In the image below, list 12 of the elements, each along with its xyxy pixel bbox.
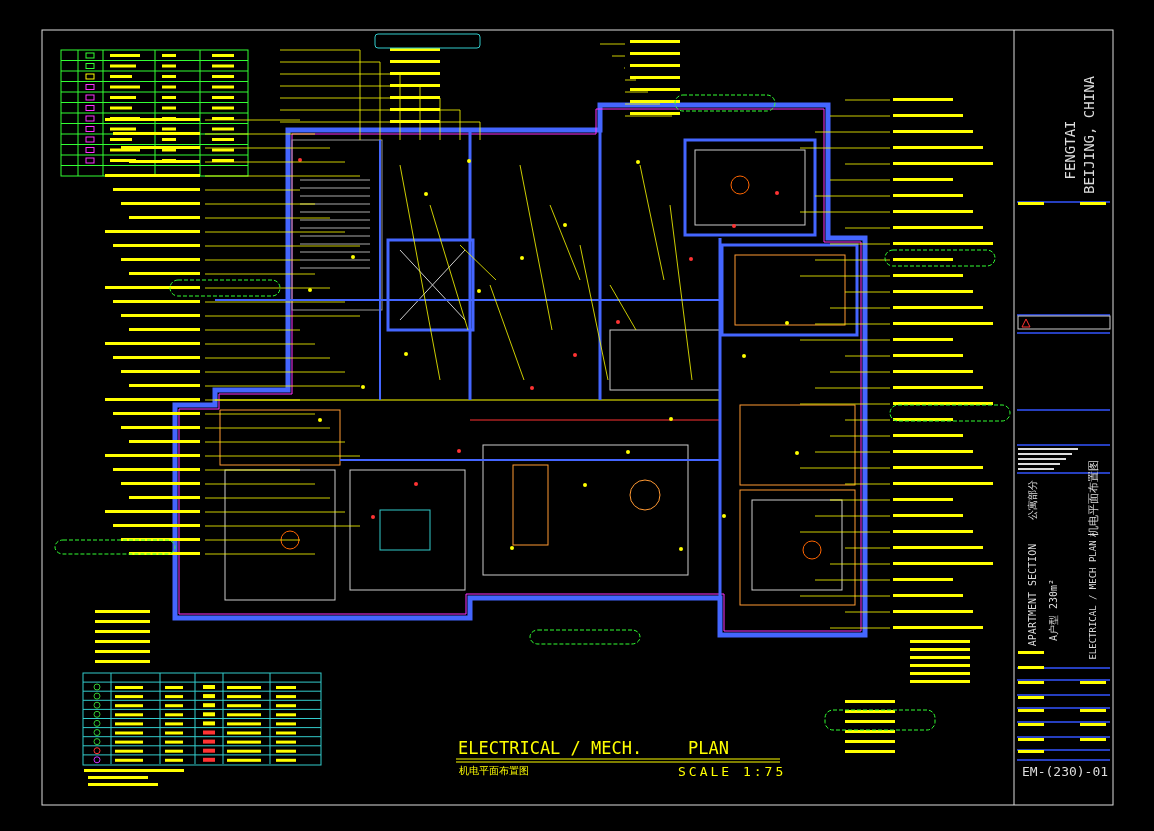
- scale-label: SCALE 1:75: [678, 765, 787, 778]
- unit-label: A户型 230m²: [1049, 578, 1059, 642]
- location-text: BEIJING, CHINA: [1082, 76, 1096, 194]
- location-text: FENGTAI: [1063, 120, 1077, 180]
- drawing-title: ELECTRICAL / MECH.: [458, 740, 643, 757]
- drawing-title: PLAN: [688, 740, 729, 757]
- section-label: APARTMENT SECTION: [1028, 543, 1038, 647]
- section-label: 公寓部分: [1028, 480, 1038, 520]
- drawing-subtitle: 机电平面布置图: [459, 766, 529, 776]
- drawing-number: EM-(230)-01: [1022, 765, 1109, 778]
- sheet-title: 机电平面布置图: [1087, 459, 1099, 537]
- sheet-title: ELECTRICAL / MECH PLAN: [1088, 540, 1098, 660]
